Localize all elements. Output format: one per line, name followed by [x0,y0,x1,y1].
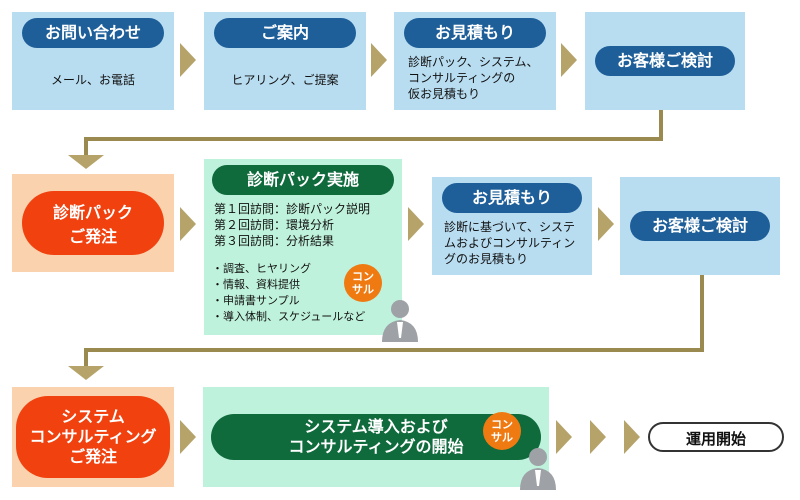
flow-arrow [590,420,606,454]
operation-start-pill[interactable]: 運用開始 [648,422,784,452]
order-line: ご発注 [68,447,117,466]
order-line: システム [61,407,125,426]
flow-arrow [624,420,640,454]
visit-line: 第１回訪問：診断パック説明 [214,202,371,216]
estimate2-box: お見積もり 診断に基づいて、システ ムおよびコンサルティン グのお見積もり [432,177,592,275]
connector-line [84,137,88,155]
guide-title: ご案内 [214,18,356,48]
review2-box: お客様ご検討 [620,177,780,275]
consultant-badge: コン サル [483,412,521,450]
consultant-badge: コン サル [344,264,382,302]
estimate2-title: お見積もり [442,183,582,213]
inquiry-box: お問い合わせ メール、お電話 [12,12,174,110]
connector-line [84,137,663,141]
item-line: ・導入体制、スケジュールなど [212,310,366,323]
flow-arrow [371,43,387,77]
order-line: ご発注 [68,227,117,246]
item-line: ・申請書サンプル [212,294,300,307]
estimate-line: 診断パック、システム、 [408,55,539,69]
system-order-pill[interactable]: システム コンサルティング ご発注 [16,396,170,478]
order-line: 診断パック [52,203,133,222]
estimate2-line: ムおよびコンサルティン [444,236,576,250]
estimate-line: 仮お見積もり [408,87,481,101]
down-arrow [68,366,104,380]
estimate2-line: グのお見積もり [444,252,529,266]
review-title: お客様ご検討 [595,46,735,76]
guide-body: ヒアリング、ご提案 [231,73,339,87]
estimate-line: コンサルティングの [408,71,516,85]
consultant-icon [382,300,418,342]
estimate-box: お見積もり 診断パック、システム、 コンサルティングの 仮お見積もり [394,12,556,110]
flow-arrow [408,207,424,241]
item-line: ・情報、資料提供 [212,278,300,291]
flow-arrow [561,43,577,77]
start-line: コンサルティングの開始 [288,437,464,456]
estimate-title: お見積もり [404,18,546,48]
flow-arrow [180,43,196,77]
review-box: お客様ご検討 [585,12,745,110]
diagnosis-title: 診断パック実施 [212,165,394,195]
flow-arrow [556,420,572,454]
connector-line [84,348,88,366]
system-order-box: システム コンサルティング ご発注 [12,387,174,487]
consultant-icon [520,448,556,490]
down-arrow [68,155,104,169]
flow-arrow [180,207,196,241]
diagnosis-box: 診断パック実施 第１回訪問：診断パック説明 第２回訪問：環境分析 第３回訪問：分… [204,159,402,335]
inquiry-title: お問い合わせ [22,18,164,48]
diagnosis-order-box: 診断パック ご発注 [12,174,174,272]
inquiry-body: メール、お電話 [50,73,135,87]
connector-line [84,348,704,352]
diagnosis-order-pill[interactable]: 診断パック ご発注 [22,191,164,255]
guide-box: ご案内 ヒアリング、ご提案 [204,12,366,110]
start-line: システム導入および [304,417,448,436]
review2-title: お客様ご検討 [630,211,770,241]
visit-line: 第２回訪問：環境分析 [214,218,335,232]
flow-arrow [180,420,196,454]
connector-line [700,275,704,352]
estimate2-line: 診断に基づいて、システ [444,220,576,234]
item-line: ・調査、ヒヤリング [212,262,311,275]
connector-line [659,110,663,140]
flow-arrow [598,207,614,241]
order-line: コンサルティング [29,427,157,446]
visit-line: 第３回訪問：分析結果 [214,234,335,248]
